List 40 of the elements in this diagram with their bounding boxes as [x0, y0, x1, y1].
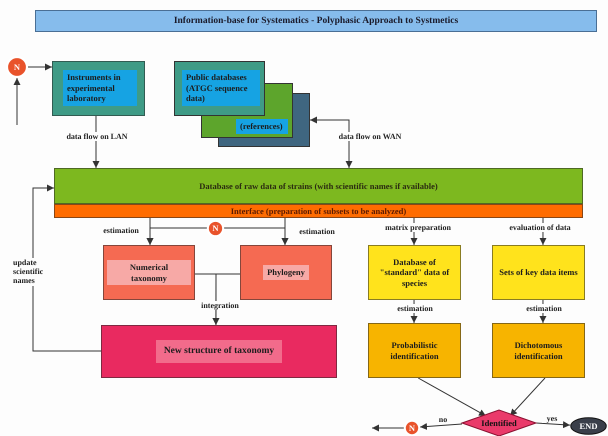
- node-label: Phylogeny: [263, 265, 309, 280]
- arrow: [212, 273, 240, 326]
- arrow: [510, 378, 546, 416]
- arrow: [146, 228, 208, 246]
- arrow: [536, 421, 570, 428]
- node-label: Interface (preparation of subsets to be analyzed): [230, 206, 406, 216]
- arrow: [32, 184, 102, 352]
- process-box: [492, 245, 585, 300]
- node-label: Sets of key data items: [499, 267, 578, 278]
- result-box: [101, 325, 337, 378]
- node-label: Public databases (ATGC sequence data): [182, 70, 260, 106]
- node-label: Probabilistic identification: [389, 340, 440, 362]
- interface-band: [54, 204, 583, 218]
- arrow: [224, 228, 288, 246]
- database-band: [54, 168, 583, 204]
- node-label: N: [408, 422, 416, 434]
- arrow: [28, 64, 52, 70]
- node-label: END: [580, 420, 598, 432]
- process-box: [368, 323, 461, 378]
- node-label: N: [212, 223, 219, 234]
- process-box: [492, 323, 585, 378]
- node-label: Identified: [481, 418, 517, 428]
- node-label: Numerical taxonomy: [107, 260, 191, 286]
- node-label: N: [14, 62, 20, 72]
- node-label: Instruments in experimental laboratory: [63, 70, 137, 106]
- arrow: [420, 423, 462, 430]
- process-box: [240, 245, 332, 300]
- node-label: Database of "standard" data of species: [378, 256, 450, 288]
- arrow: [14, 78, 20, 126]
- process-box: [52, 61, 145, 116]
- node-label: New structure of taxonomy: [156, 340, 282, 364]
- arrow: [310, 116, 353, 168]
- arrow: [418, 378, 486, 416]
- node-label: Dichotomous identification: [513, 340, 564, 362]
- arrow: [372, 424, 404, 432]
- node-label: Database of raw data of strains (with scientific names if available): [199, 180, 438, 192]
- node-label: (references): [236, 119, 288, 134]
- process-box: [368, 245, 461, 300]
- process-box: [103, 245, 195, 300]
- title-banner: Information-base for Systematics - Polyphasic Approach to Systmetics: [35, 10, 597, 32]
